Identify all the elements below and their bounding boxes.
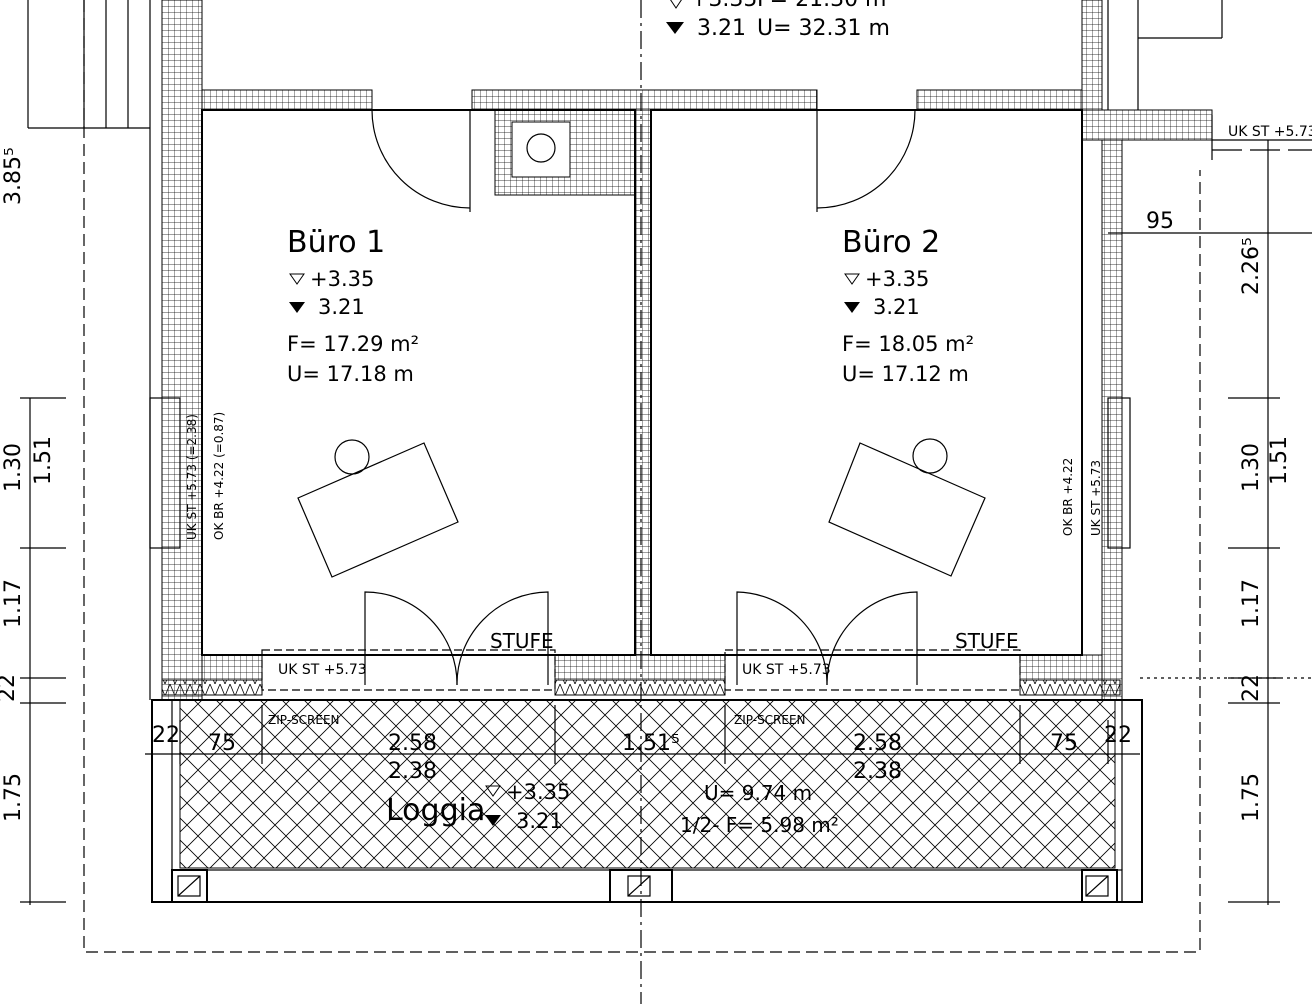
loggia-floor (151, 699, 1143, 903)
room-name: Büro 1 (287, 225, 385, 260)
room-label-buero-2: Büro 2 +3.35 3.21 F= 18.05 m² U= 17.12 m (842, 225, 974, 386)
dim-text: 2.26⁵ (1239, 237, 1264, 295)
double-door-right (736, 591, 918, 686)
top-room-level-bottom: 3.21 (697, 16, 746, 41)
right-window-label-b: UK ST +5.73 (1089, 460, 1103, 536)
stair-lines (27, 0, 150, 129)
room-area: 1/2- F= 5.98 m² (680, 813, 839, 837)
room-area: F= 17.29 m² (287, 332, 419, 356)
dim-text: 1.17 (1, 579, 26, 628)
left-window-label-b: OK BR +4.22 (=0.87) (212, 412, 226, 540)
double-door-left (364, 591, 549, 686)
room-perimeter: U= 17.12 m (842, 362, 969, 386)
dim-text: 22 (152, 723, 180, 748)
dim-text: 22 (1104, 723, 1132, 748)
door-buero-2 (816, 109, 916, 212)
corner-window-label: UK ST +5.73 (1228, 124, 1312, 140)
door-buero-1 (371, 109, 471, 212)
room-level-bottom: 3.21 (318, 295, 365, 319)
dim-text: 2.58 (853, 731, 902, 756)
dim-text: 1.17 (1239, 579, 1264, 628)
room-perimeter: U= 17.18 m (287, 362, 414, 386)
room-level-bottom: 3.21 (873, 295, 920, 319)
room-level-top: +3.35 (865, 267, 929, 291)
top-room-area: F= 21.30 m (757, 0, 887, 12)
dimension-lines (20, 115, 1312, 905)
zip-screen-left: ZIP-SCREEN (268, 713, 340, 727)
dimensions-bottom: 22 75 2.58 2.38 1.51⁵ 2.58 2.38 75 22 (152, 723, 1132, 784)
desk-buero-1 (297, 439, 459, 578)
room-level-bottom: 3.21 (516, 809, 563, 833)
room-outlines (149, 0, 1223, 700)
dim-text: 2.58 (388, 731, 437, 756)
dim-text: 75 (208, 731, 236, 756)
window-label-right: UK ST +5.73 (742, 662, 831, 678)
walls (161, 0, 1213, 701)
top-room-info: +3.35 F= 21.30 m 3.21 U= 32.31 m (666, 0, 890, 41)
dim-text: 1.51 (1267, 436, 1292, 485)
stufe-left: STUFE (490, 629, 554, 653)
columns (171, 869, 1118, 903)
dim-text: 1.51⁵ (622, 731, 680, 756)
room-level-top: +3.35 (506, 780, 570, 804)
dim-text: 22 (1239, 674, 1264, 702)
room-label-buero-1: Büro 1 +3.35 3.21 F= 17.29 m² U= 17.18 m (287, 225, 419, 386)
room-level-top: +3.35 (310, 267, 374, 291)
dim-text: 2.38 (853, 759, 902, 784)
dim-text: 1.75 (1, 773, 26, 822)
dim-text: 1.30 (1, 443, 26, 492)
top-room-perimeter: U= 32.31 m (757, 16, 890, 41)
dim-text: 3.85⁵ (1, 147, 26, 205)
dim-text: 1.75 (1239, 773, 1264, 822)
annotations: UK ST +5.73 UK ST +5.73 ZIP-SCREEN ZIP-S… (185, 124, 1312, 727)
dim-text: 22 (0, 674, 20, 702)
dim-text: 95 (1146, 209, 1174, 234)
room-label-loggia: Loggia +3.35 3.21 U= 9.74 m 1/2- F= 5.98… (386, 780, 839, 837)
window-frames (149, 397, 1131, 691)
top-room-level-top: +3.35 (690, 0, 757, 12)
property-boundary (83, 0, 1201, 953)
dim-text: 1.30 (1239, 443, 1264, 492)
shaft (511, 121, 571, 178)
room-area: F= 18.05 m² (842, 332, 974, 356)
room-name: Loggia (386, 793, 485, 828)
zip-screen-right: ZIP-SCREEN (734, 713, 806, 727)
dimensions-left: 3.85⁵ 1.30 1.51 1.17 22 1.75 (0, 147, 56, 822)
dimensions-right: 95 2.26⁵ 1.30 1.51 1.17 22 1.75 (1146, 209, 1292, 822)
room-name: Büro 2 (842, 225, 940, 260)
dim-text: 1.51 (31, 436, 56, 485)
dim-text: 75 (1050, 731, 1078, 756)
right-window-label-a: OK BR +4.22 (1061, 458, 1075, 536)
stufe-right: STUFE (955, 629, 1019, 653)
dim-text: 2.38 (388, 759, 437, 784)
desk-buero-2 (828, 438, 986, 577)
room-perimeter: U= 9.74 m (704, 781, 812, 805)
window-label-left: UK ST +5.73 (278, 662, 367, 678)
left-window-label-a: UK ST +5.73 (=2.38) (185, 414, 199, 540)
